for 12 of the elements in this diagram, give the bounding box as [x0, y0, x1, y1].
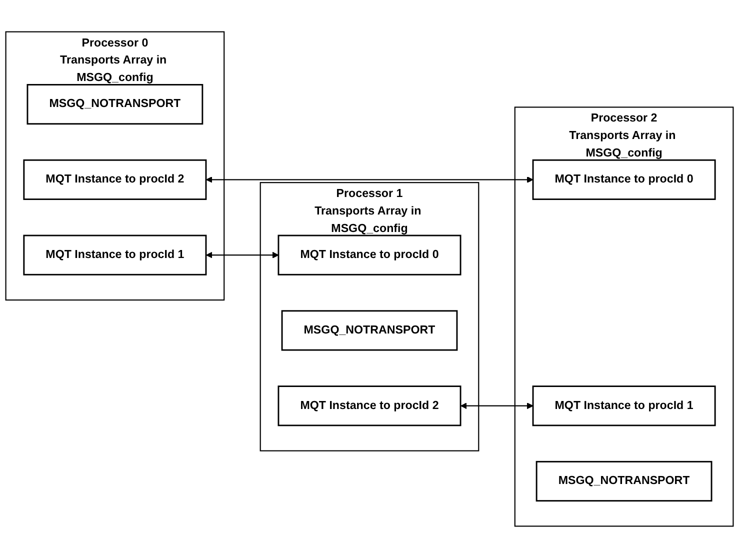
node-box: MQT Instance to procId 1: [532, 386, 716, 426]
node-box: MQT Instance to procId 0: [278, 234, 462, 276]
node-box: MSGQ_NOTRANSPORT: [281, 310, 458, 351]
node-box: MQT Instance to procId 2: [278, 386, 462, 426]
node-box: MQT Instance to procId 0: [532, 159, 716, 200]
arrow: [206, 252, 279, 258]
node-box: MSGQ_NOTRANSPORT: [26, 84, 204, 125]
node-box: MQT Instance to procId 2: [23, 159, 207, 200]
node-box: MQT Instance to procId 1: [23, 234, 207, 276]
node-box: MSGQ_NOTRANSPORT: [536, 460, 712, 502]
arrow: [206, 176, 534, 183]
arrow: [460, 402, 534, 410]
